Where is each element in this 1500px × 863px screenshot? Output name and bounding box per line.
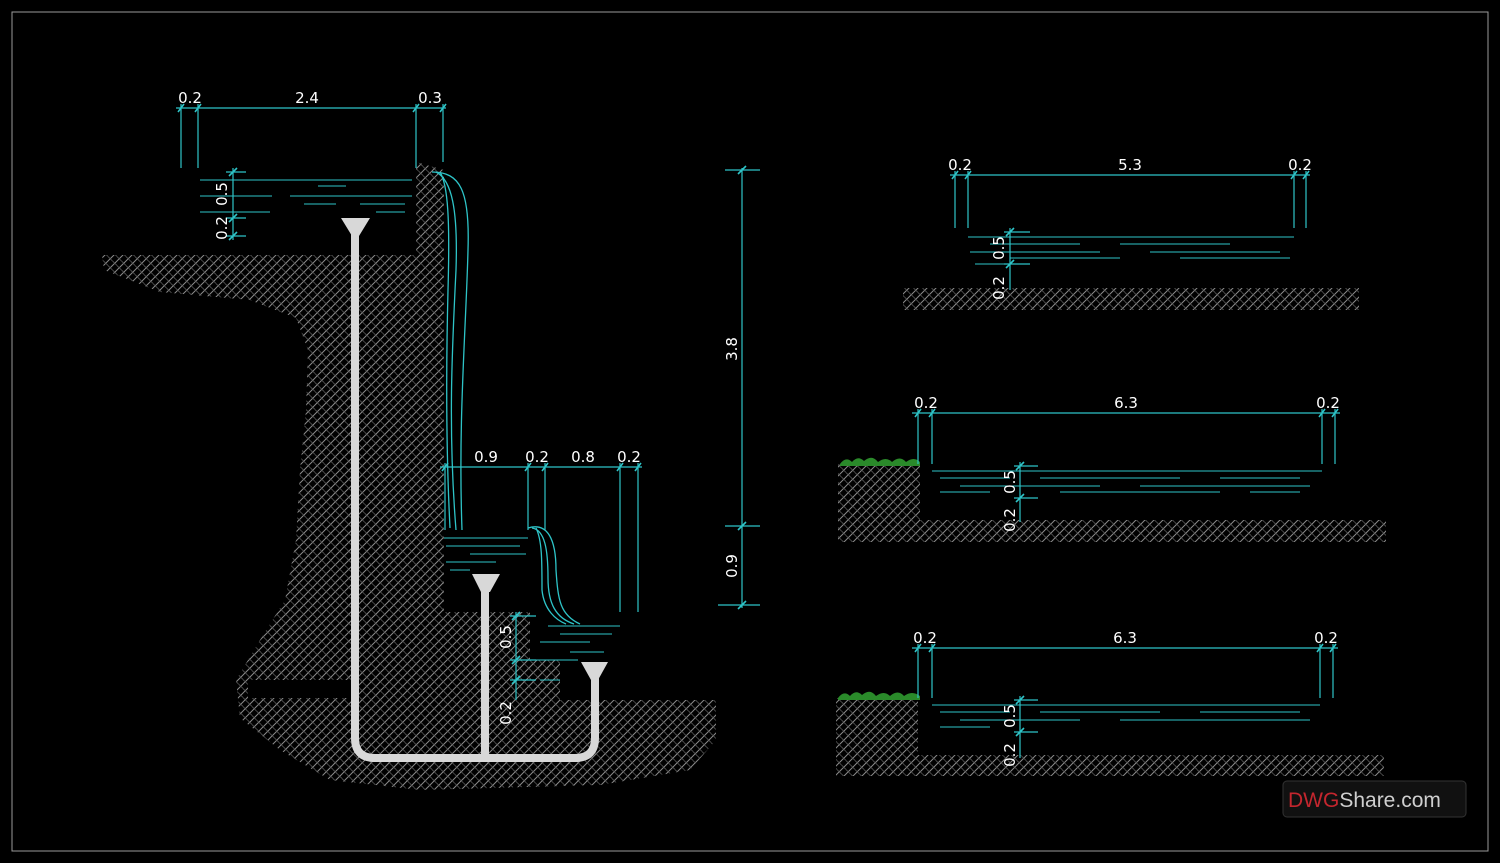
dim-label: 0.2	[525, 448, 549, 466]
dim-label: 0.9	[474, 448, 498, 466]
dim-label: 0.2	[914, 394, 938, 412]
overall-height-dimension: 3.8 0.9	[718, 165, 760, 610]
left-cascade-section: 0.2 2.4 0.3 0.5 0.2	[102, 89, 716, 790]
dim-label: 0.9	[723, 554, 741, 578]
waterfall-curves	[431, 171, 581, 625]
upper-nozzle	[341, 218, 370, 236]
middle-water-lines	[446, 545, 526, 571]
dim-label: 0.5	[990, 236, 1008, 260]
watermark-brand-rest: Share.com	[1339, 789, 1441, 812]
upper-water-lines	[200, 179, 412, 213]
pool-3-grass	[838, 691, 920, 700]
dim-label: 5.3	[1118, 156, 1142, 174]
dim-label: 0.2	[213, 216, 231, 240]
pool-3-ground	[836, 698, 1384, 776]
dim-label: 2.4	[295, 89, 319, 107]
dim-label: 6.3	[1113, 629, 1137, 647]
watermark-logo: DWGShare.com	[1282, 780, 1467, 818]
pool-2-grass	[840, 457, 920, 466]
dim-label: 0.2	[1001, 743, 1019, 767]
lower-water-lines	[520, 625, 620, 681]
dim-label: 0.2	[617, 448, 641, 466]
dim-label: 0.2	[1314, 629, 1338, 647]
pool-2-water-lines	[940, 477, 1310, 493]
watermark-brand-red: DWG	[1288, 789, 1339, 812]
left-mid-dimension: 0.9 0.2 0.8 0.2	[440, 448, 642, 612]
recirculation-pipe	[351, 230, 599, 762]
dim-label: 0.5	[1001, 704, 1019, 728]
dim-label: 0.2	[990, 276, 1008, 300]
dim-label: 0.2	[497, 701, 515, 725]
dim-label: 0.2	[948, 156, 972, 174]
pool-2-ground	[838, 464, 1386, 542]
dim-label: 0.2	[1288, 156, 1312, 174]
dim-label: 0.2	[913, 629, 937, 647]
drawing-frame	[11, 11, 1489, 852]
middle-nozzle	[472, 574, 500, 592]
pool-1-water-lines	[970, 243, 1290, 265]
dim-label: 0.3	[418, 89, 442, 107]
dim-label: 6.3	[1114, 394, 1138, 412]
left-earth-mass	[102, 162, 716, 790]
pool-1-ground	[903, 288, 1359, 310]
dim-label: 0.2	[1316, 394, 1340, 412]
left-upper-vertical-dimension: 0.5 0.2	[213, 167, 246, 241]
dim-label: 0.5	[213, 182, 231, 206]
dim-label: 0.8	[571, 448, 595, 466]
dim-label: 0.5	[1001, 470, 1019, 494]
dim-label: 0.2	[1001, 508, 1019, 532]
dim-label: 0.5	[497, 625, 515, 649]
pool-3-water-lines	[940, 711, 1310, 728]
svg-text:DWGShare.com: DWGShare.com	[1288, 789, 1441, 812]
pool-section-1: 0.2 5.3 0.2 0.5 0.2	[903, 156, 1359, 310]
pool-section-2: 0.2 6.3 0.2 0.5 0.2	[838, 394, 1386, 542]
lower-nozzle	[581, 662, 608, 680]
left-top-dimension: 0.2 2.4 0.3	[176, 89, 447, 168]
dim-label: 3.8	[723, 337, 741, 361]
left-earth-notch	[248, 680, 358, 698]
left-lower-vertical-dimension: 0.5 0.2	[497, 611, 536, 725]
pool-section-3: 0.2 6.3 0.2 0.5 0.2	[836, 629, 1384, 776]
dim-label: 0.2	[178, 89, 202, 107]
